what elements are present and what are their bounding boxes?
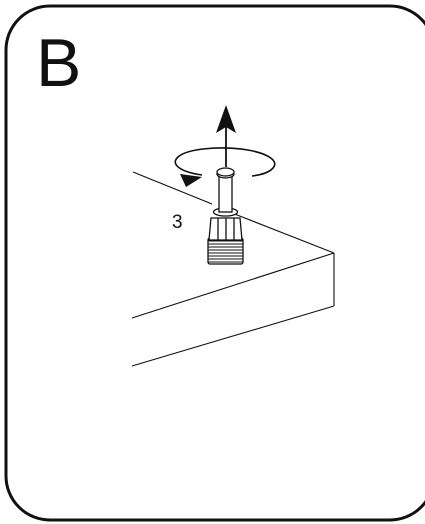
part-number-label: 3 <box>172 212 183 233</box>
board-panel-icon <box>131 171 335 367</box>
step-letter: B <box>36 25 81 101</box>
unscrew-rotate-up-icon <box>174 105 276 187</box>
screw-bolt-icon <box>207 167 244 265</box>
panel-frame <box>4 4 425 522</box>
